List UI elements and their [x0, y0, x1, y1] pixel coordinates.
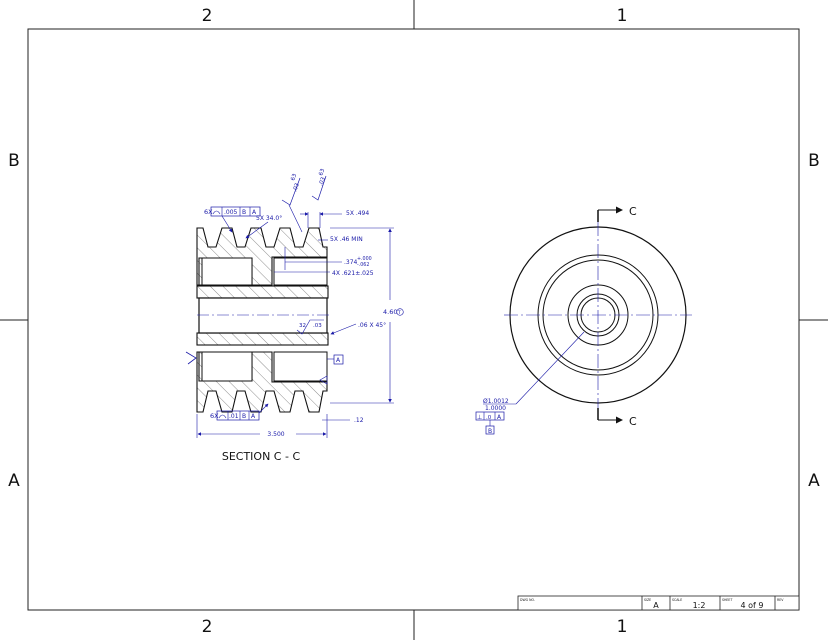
svg-text:63: 63: [290, 173, 298, 182]
finish-mid-right: .03: [313, 323, 322, 329]
overall-height-dim: 4.60: [383, 308, 397, 316]
zone-label-left-a: A: [8, 471, 20, 491]
depth-dim: .374: [344, 259, 358, 266]
sheet-value: 4 of 9: [741, 601, 764, 610]
svg-text:.0: .0: [486, 415, 492, 421]
section-annotations: 6X .005 B A 5X 34.0° .03 63 .03 63: [196, 168, 404, 463]
chamfer-callout: .06 X 45°: [358, 322, 386, 329]
zone-label-bottom-1: 1: [617, 617, 628, 637]
svg-text:6X: 6X: [210, 412, 219, 420]
datum-triangle-right: [319, 375, 328, 385]
hub-bottom-wall: [196, 332, 329, 346]
offset-dim: .12: [354, 417, 364, 424]
perpendicularity-icon: ⊥: [477, 414, 482, 421]
sheet-label: SHEET: [722, 598, 732, 602]
bore-leader: [515, 331, 585, 405]
rev-label: REV: [777, 598, 784, 602]
recess-bottom-right: [273, 351, 328, 382]
fcf-bottom: 6X .01 B A: [210, 403, 269, 421]
bore-diameter-upper: Ø1.0012: [483, 398, 509, 405]
finish-symbol-top-a: .03 63: [281, 173, 303, 233]
zone-label-top-1: 1: [617, 6, 628, 26]
datum-a-box: [333, 354, 344, 365]
datum-b-label: B: [488, 428, 492, 435]
angle-callout: 5X 34.0°: [256, 215, 282, 222]
svg-text:.03: .03: [318, 176, 327, 187]
recess-bottom-left: [201, 351, 253, 382]
depth-tol-plus: +.000: [357, 256, 372, 262]
fcf-top-datum1: B: [242, 209, 246, 216]
zone-label-right-b: B: [808, 151, 820, 171]
cut-label-top: C: [629, 205, 637, 218]
fcf-top-datum2: A: [252, 209, 257, 216]
hub-top-wall: [196, 285, 329, 299]
dwg-no-label: DWG NO.: [520, 598, 535, 602]
section-view: [185, 227, 330, 413]
zone-label-top-2: 2: [202, 6, 213, 26]
tangent-plane-icon: [396, 308, 404, 316]
title-block: DWG NO. SIZE A SCALE 1:2 SHEET 4 of 9 RE…: [517, 595, 800, 611]
size-value: A: [653, 601, 659, 610]
bore: [198, 297, 328, 334]
groove-min-dim: 5X .46 MIN: [330, 236, 363, 243]
svg-text:.03: .03: [292, 182, 301, 193]
finish-symbol-top-b: .03 63: [311, 168, 327, 201]
svg-text:T: T: [397, 310, 401, 316]
fcf-top: 6X .005 B A: [204, 206, 261, 233]
fcf-top-count: 6X: [204, 208, 213, 216]
width-dim: 3.500: [267, 431, 284, 438]
front-view: C C Ø1.0012 1.0000 ⊥ .0 A B: [475, 205, 692, 435]
recess-top-right: [273, 257, 328, 286]
scale-label: SCALE: [672, 598, 682, 602]
datum-a-label: A: [336, 357, 341, 364]
groove-pitch-dim: 5X .494: [346, 210, 369, 217]
datum-triangle-left: [185, 351, 197, 365]
svg-text:A: A: [497, 414, 502, 421]
recess-top-left: [201, 257, 253, 286]
svg-text:B: B: [242, 413, 246, 420]
profile-symbol-icon: [212, 210, 221, 215]
finish-mid-left: 32: [299, 323, 306, 329]
svg-text:A: A: [251, 413, 256, 420]
zone-label-left-b: B: [8, 151, 20, 171]
zone-label-right-a: A: [808, 471, 820, 491]
finish-symbol-mid: [296, 319, 324, 335]
profile-symbol-icon: [218, 414, 227, 419]
section-title: SECTION C - C: [222, 450, 301, 463]
border-frame: [27, 28, 800, 611]
cut-label-bottom: C: [629, 415, 637, 428]
svg-text:63: 63: [318, 168, 326, 177]
svg-text:.01: .01: [229, 413, 239, 420]
fcf-top-tol: .005: [224, 209, 238, 216]
scale-value: 1:2: [693, 601, 706, 610]
depth-tol-minus: -.062: [357, 262, 369, 268]
datum-b-box: [485, 425, 495, 435]
groove-width-dim: 4X .621±.025: [332, 270, 374, 277]
size-label: SIZE: [644, 598, 651, 602]
bore-diameter-lower: 1.0000: [485, 405, 506, 412]
zone-label-bottom-2: 2: [202, 617, 213, 637]
